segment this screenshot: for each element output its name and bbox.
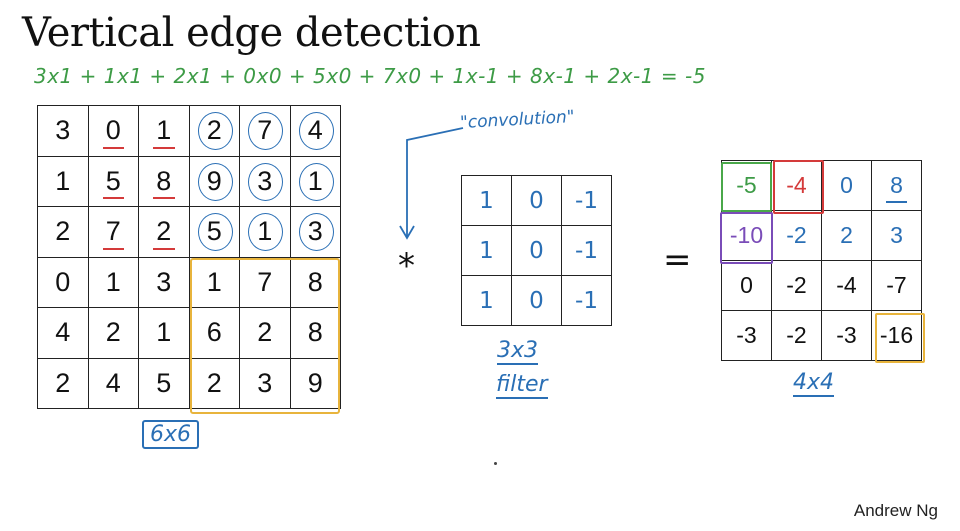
input-cell: 1 [37, 155, 89, 207]
input-cell: 8 [289, 256, 341, 308]
output-highlight-green [721, 162, 772, 212]
output-cell: -5 [721, 160, 772, 211]
input-row: 0 1 3 1 7 8 [37, 256, 341, 308]
output-matrix: -5 -4 0 8 -10 -2 2 3 0 -2 -4 -7 -3 -2 -3… [721, 160, 922, 361]
input-cell: 1 [239, 206, 291, 258]
output-size-label: 4x4 [793, 370, 835, 397]
input-cell: 2 [239, 307, 291, 359]
input-cell: 3 [37, 105, 89, 157]
output-cell: -10 [721, 210, 772, 261]
input-cell: 3 [138, 256, 190, 308]
output-cell: 0 [721, 260, 772, 311]
output-cell: -3 [821, 310, 872, 361]
input-cell: 5 [138, 357, 190, 409]
filter-row: 1 0 -1 [461, 275, 612, 326]
output-cell: 3 [871, 210, 922, 261]
input-cell: 1 [289, 155, 341, 207]
output-highlight-yellow [875, 313, 925, 363]
output-cell: 8 [871, 160, 922, 211]
output-row: -10 -2 2 3 [721, 210, 922, 261]
stray-dot [494, 462, 497, 465]
convolution-annotation: "convolution" [459, 107, 576, 133]
input-row: 4 2 1 6 2 8 [37, 307, 341, 359]
filter-cell: 0 [511, 275, 562, 326]
filter-cell: 1 [461, 175, 512, 226]
input-highlight-box [190, 258, 340, 414]
output-highlight-red [773, 160, 824, 214]
handwritten-equation: 3x1 + 1x1 + 2x1 + 0x0 + 5x0 + 7x0 + 1x-1… [34, 64, 706, 88]
input-cell: 4 [87, 357, 139, 409]
input-cell: 7 [239, 105, 291, 157]
input-cell: 8 [289, 307, 341, 359]
input-cell: 4 [37, 307, 89, 359]
input-size-label: 6x6 [142, 420, 200, 449]
input-row: 2 7 2 5 1 3 [37, 206, 341, 258]
output-row: -5 -4 0 8 [721, 160, 922, 211]
output-cell: -2 [771, 310, 822, 361]
input-cell: 1 [138, 307, 190, 359]
filter-caption: filter [496, 372, 548, 399]
output-cell: -2 [771, 210, 822, 261]
input-cell: 7 [87, 206, 139, 258]
input-row: 1 5 8 9 3 1 [37, 155, 341, 207]
input-matrix: 3 0 1 2 7 4 1 5 8 9 3 1 2 7 2 5 1 3 0 1 … [37, 105, 341, 409]
filter-cell: 1 [461, 275, 512, 326]
input-cell: 0 [37, 256, 89, 308]
input-cell: 7 [239, 256, 291, 308]
output-cell: 2 [821, 210, 872, 261]
input-cell: 4 [289, 105, 341, 157]
input-cell: 2 [37, 357, 89, 409]
output-highlight-purple [720, 212, 773, 264]
input-cell: 6 [188, 307, 240, 359]
convolution-operator: * [398, 246, 415, 286]
filter-cell: 0 [511, 225, 562, 276]
input-cell: 9 [188, 155, 240, 207]
filter-cell: -1 [561, 225, 612, 276]
output-row: 0 -2 -4 -7 [721, 260, 922, 311]
input-cell: 1 [138, 105, 190, 157]
input-cell: 2 [138, 206, 190, 258]
filter-row: 1 0 -1 [461, 175, 612, 226]
input-cell: 2 [188, 105, 240, 157]
filter-row: 1 0 -1 [461, 225, 612, 276]
input-cell: 3 [289, 206, 341, 258]
input-row: 3 0 1 2 7 4 [37, 105, 341, 157]
filter-cell: 1 [461, 225, 512, 276]
input-cell: 3 [239, 357, 291, 409]
input-cell: 3 [239, 155, 291, 207]
output-cell: -2 [771, 260, 822, 311]
output-cell: -7 [871, 260, 922, 311]
filter-cell: -1 [561, 175, 612, 226]
input-cell: 5 [188, 206, 240, 258]
output-cell: -3 [721, 310, 772, 361]
input-cell: 2 [87, 307, 139, 359]
filter-size-label: 3x3 [497, 338, 539, 365]
input-cell: 9 [289, 357, 341, 409]
input-cell: 2 [188, 357, 240, 409]
input-row: 2 4 5 2 3 9 [37, 357, 341, 409]
equals-operator: = [663, 240, 692, 280]
output-cell: -4 [771, 160, 822, 211]
output-cell: -4 [821, 260, 872, 311]
input-cell: 8 [138, 155, 190, 207]
slide-title: Vertical edge detection [22, 10, 481, 56]
output-cell: 0 [821, 160, 872, 211]
output-row: -3 -2 -3 -16 [721, 310, 922, 361]
output-cell: -16 [871, 310, 922, 361]
convolution-arrow [399, 127, 464, 240]
filter-cell: 0 [511, 175, 562, 226]
filter-cell: -1 [561, 275, 612, 326]
input-cell: 0 [87, 105, 139, 157]
input-cell: 5 [87, 155, 139, 207]
author-credit: Andrew Ng [853, 501, 938, 520]
filter-matrix: 1 0 -1 1 0 -1 1 0 -1 [461, 175, 612, 326]
input-cell: 1 [87, 256, 139, 308]
input-cell: 2 [37, 206, 89, 258]
